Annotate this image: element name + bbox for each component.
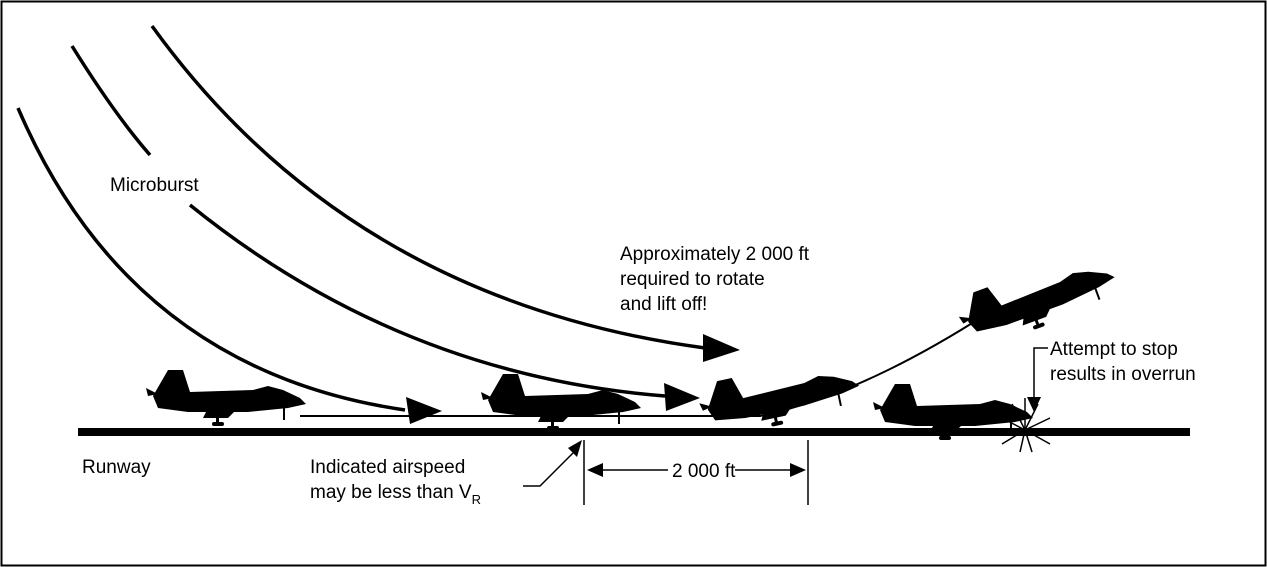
impact-burst-icon	[1001, 398, 1051, 453]
flow-arrowheads	[406, 334, 740, 424]
distance-arrow-right	[790, 463, 806, 477]
flow-line-1	[16, 107, 406, 412]
takeoff-path-line	[300, 314, 986, 417]
microburst-flow-lines	[16, 24, 706, 412]
airspeed-pointer-arrowhead	[568, 440, 582, 457]
flow-line-3	[188, 203, 666, 398]
microburst-label: Microburst	[110, 175, 199, 196]
airspeed-label-text: may be less than V	[310, 482, 472, 503]
attempt-stop-label-line2: results in overrun	[1050, 364, 1196, 385]
flow-line-4	[150, 24, 706, 350]
airspeed-pointer	[523, 449, 577, 487]
flow-line-2	[70, 45, 152, 157]
approx-distance-label-line3: and lift off!	[620, 294, 707, 315]
approx-distance-label-line1: Approximately 2 000 ft	[620, 244, 810, 265]
airspeed-label-subscript: R	[472, 492, 481, 507]
runway-label: Runway	[82, 457, 151, 478]
distance-arrow-left	[587, 463, 603, 477]
distance-label: 2 000 ft	[672, 461, 736, 482]
distance-dimension	[583, 440, 809, 505]
flow-arrow-icon	[406, 397, 442, 424]
overrun-pointer	[1033, 347, 1048, 398]
aircraft-silhouette-icon	[695, 352, 864, 441]
flow-arrow-icon	[664, 383, 700, 411]
runway-strip	[78, 428, 1190, 436]
aircraft-silhouette-icon	[952, 245, 1123, 353]
airspeed-label-line1: Indicated airspeed	[310, 457, 465, 478]
approx-distance-label-line2: required to rotate	[620, 269, 765, 290]
overrun-pointer-arrowhead	[1027, 397, 1041, 412]
airspeed-label-line2: may be less than VR	[310, 482, 481, 507]
attempt-stop-label-line1: Attempt to stop	[1050, 339, 1178, 360]
flow-arrow-icon	[703, 334, 740, 362]
